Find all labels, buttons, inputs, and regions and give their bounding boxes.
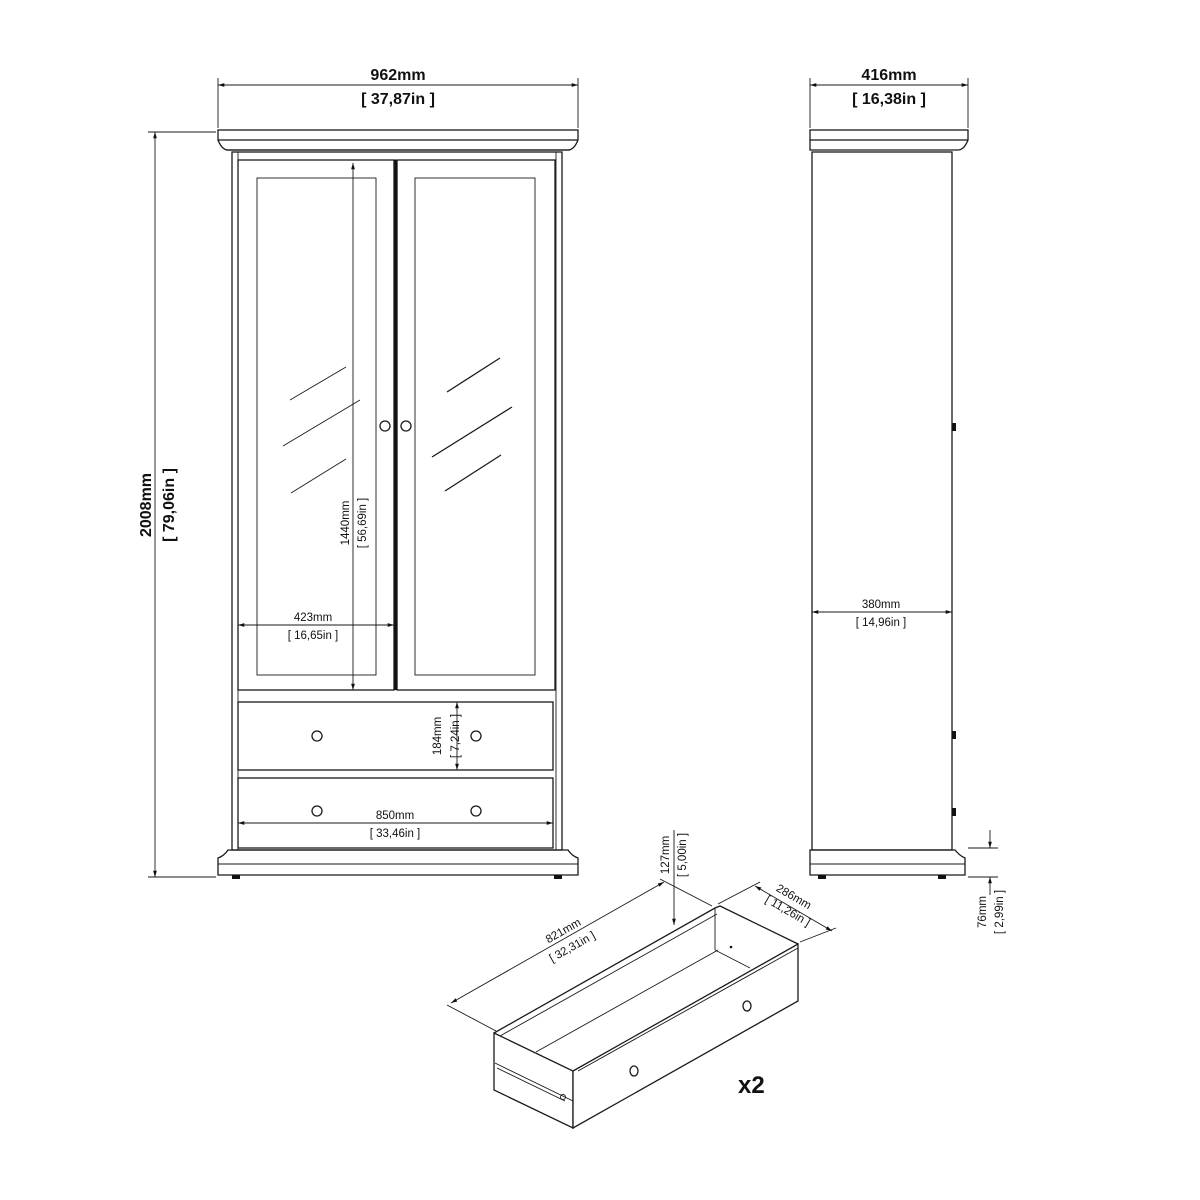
door-width-mm-label: 423mm — [294, 612, 332, 624]
plinth-height-mm-label: 76mm — [977, 896, 989, 928]
drawer-height-mm-label: 184mm — [432, 717, 444, 755]
glass-height-mm-label: 1440mm — [340, 501, 352, 546]
dimension-drawer-height-iso: 127mm [ 5,00in ] — [660, 830, 689, 925]
door-width-in-label: [ 16,65in ] — [288, 630, 339, 642]
depth-mm-label: 416mm — [861, 67, 916, 84]
drawer-knob-icon — [742, 1000, 752, 1012]
front-view-cabinet — [217, 129, 579, 879]
drawer-iso-height-in-label: [ 5,00in ] — [677, 833, 689, 877]
dimension-drawer-depth: 286mm [ 11,26in ] — [717, 881, 837, 943]
depth-in-label: [ 16,38in ] — [852, 91, 926, 108]
side-view-cabinet — [809, 129, 969, 879]
dimension-width: 962mm [ 37,87in ] — [217, 67, 579, 128]
left-glass-door — [237, 159, 395, 691]
inner-depth-in-label: [ 14,96in ] — [856, 617, 907, 629]
drawer-iso-height-mm-label: 127mm — [660, 836, 672, 874]
knob-side-icon — [952, 808, 956, 816]
height-mm-label: 2008mm — [138, 473, 155, 537]
dimension-inner-depth: 380mm [ 14,96in ] — [812, 599, 952, 629]
inner-depth-mm-label: 380mm — [862, 599, 900, 611]
door-knob-icon — [379, 420, 391, 432]
plinth-height-in-label: [ 2,99in ] — [994, 890, 1006, 934]
drawer-height-in-label: [ 7,24in ] — [450, 714, 462, 758]
glass-reflection-icon — [282, 357, 513, 494]
drawer-width-in-label: [ 33,46in ] — [370, 828, 421, 840]
knob-side-icon — [952, 731, 956, 739]
dimension-plinth-height: 76mm [ 2,99in ] — [968, 830, 1006, 934]
drawer-knob-icon — [311, 730, 323, 742]
width-mm-label: 962mm — [370, 67, 425, 84]
drawer-knob-icon — [629, 1065, 639, 1077]
drawer-quantity-label: x2 — [738, 1072, 765, 1099]
height-in-label: [ 79,06in ] — [161, 468, 178, 542]
dimension-drawer-height: 184mm [ 7,24in ] — [432, 702, 462, 770]
drawer-front — [237, 701, 554, 771]
drawer-width-mm-label: 850mm — [376, 810, 414, 822]
dimension-drawer-width: 850mm [ 33,46in ] — [238, 810, 553, 840]
dimension-door-width: 423mm [ 16,65in ] — [238, 612, 394, 642]
dimension-glass-height: 1440mm [ 56,69in ] — [340, 163, 369, 690]
knob-side-icon — [952, 423, 956, 431]
dimension-depth: 416mm [ 16,38in ] — [809, 67, 969, 128]
drawer-knob-icon — [311, 805, 323, 817]
width-in-label: [ 37,87in ] — [361, 91, 435, 108]
glass-height-in-label: [ 56,69in ] — [357, 498, 369, 549]
drawer-knob-icon — [470, 730, 482, 742]
drawer-front — [237, 777, 554, 849]
dimension-height: 2008mm [ 79,06in ] — [138, 131, 216, 878]
door-knob-icon — [400, 420, 412, 432]
dimension-drawer-length: 821mm [ 32,31in ] — [446, 878, 713, 1032]
drawer-knob-icon — [470, 805, 482, 817]
